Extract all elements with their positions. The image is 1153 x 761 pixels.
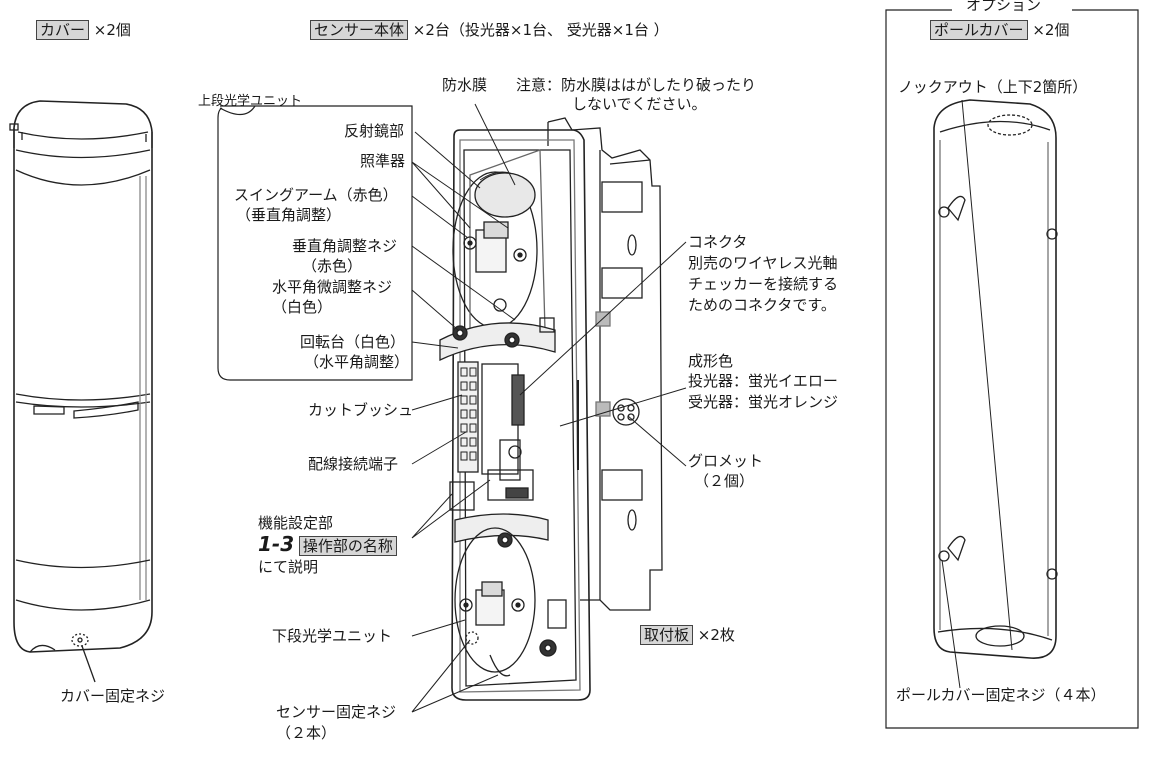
plate-qty: ×2枚 [697,626,735,644]
cover-screw-label: カバー固定ネジ [60,687,166,705]
connector-label-3: チェッカーを接続する [688,275,839,293]
leader-lines [411,99,1013,713]
plate-header: 取付板 ×2枚 [640,625,735,645]
cover-qty: ×2個 [93,21,131,39]
color-label-2: 投光器：蛍光イエロー [688,372,838,390]
func-label-2: にて説明 [258,558,319,576]
upper-unit-label: 上段光学ユニット [198,94,303,109]
mounting-plate [547,117,663,611]
cover-tag: カバー [36,20,90,40]
color-label-1: 成形色 [688,352,734,370]
swing-arm-label-1: スイングアーム（赤色） [234,186,398,204]
func-ref: 1-3 操作部の名称 [258,532,397,556]
v-screw-label-1: 垂直角調整ネジ [292,237,398,255]
reflector-label: 反射鏡部 [344,122,405,140]
fix-screw-label-2: （２本） [276,724,337,742]
func-ref-tag: 操作部の名称 [298,536,397,556]
grommet-label-2: （２個） [694,472,755,490]
swing-arm-label-2: （垂直角調整） [236,206,342,224]
terminal-label: 配線接続端子 [308,455,399,473]
func-ref-num: 1-3 [258,532,295,556]
connector-label-4: ためのコネクタです。 [688,296,836,314]
lower-unit-label: 下段光学ユニット [272,627,393,645]
sensor-body [439,129,591,701]
turntable-label-1: 回転台（白色） [300,333,406,351]
option-frame-title: オプション [962,0,1046,15]
v-screw-label-2: （赤色） [302,257,363,275]
sensor-qty: ×2台（投光器×1台、 受光器×1台 ） [412,21,669,39]
cover-header: カバー ×2個 [36,20,131,40]
knockout-label: ノックアウト（上下2箇所） [898,78,1088,96]
bushing-label: カットブッシュ [308,401,414,419]
turntable-label-2: （水平角調整） [304,353,410,371]
pole-cover-qty: ×2個 [1032,21,1070,39]
pole-cover-tag: ポールカバー [930,20,1028,40]
connector-label-2: 別売のワイヤレス光軸 [688,254,838,272]
membrane-note-1: 注意：防水膜ははがしたり破ったり [516,76,757,94]
h-screw-label-2: （白色） [272,298,333,316]
sensor-header: センサー本体 ×2台（投光器×1台、 受光器×1台 ） [310,20,669,40]
func-label-1: 機能設定部 [258,514,334,532]
color-label-3: 受光器：蛍光オレンジ [688,393,839,411]
sight-label: 照準器 [360,152,406,170]
h-screw-label-1: 水平角微調整ネジ [272,278,393,296]
pole-cover-screw-label: ポールカバー固定ネジ（４本） [896,686,1106,704]
connector-label-1: コネクタ [688,233,748,251]
pole-cover-illustration [933,99,1058,659]
grommet-label-1: グロメット [688,452,764,470]
cover-illustration [9,100,153,683]
fix-screw-label-1: センサー固定ネジ [276,703,397,721]
plate-tag: 取付板 [640,625,694,645]
option-header: ポールカバー ×2個 [930,20,1070,40]
sensor-tag: センサー本体 [310,20,409,40]
membrane-label: 防水膜 [442,76,488,94]
membrane-note-2: しないでください。 [572,95,707,113]
option-frame [885,9,1139,729]
upper-unit-callout-frame [217,105,413,381]
